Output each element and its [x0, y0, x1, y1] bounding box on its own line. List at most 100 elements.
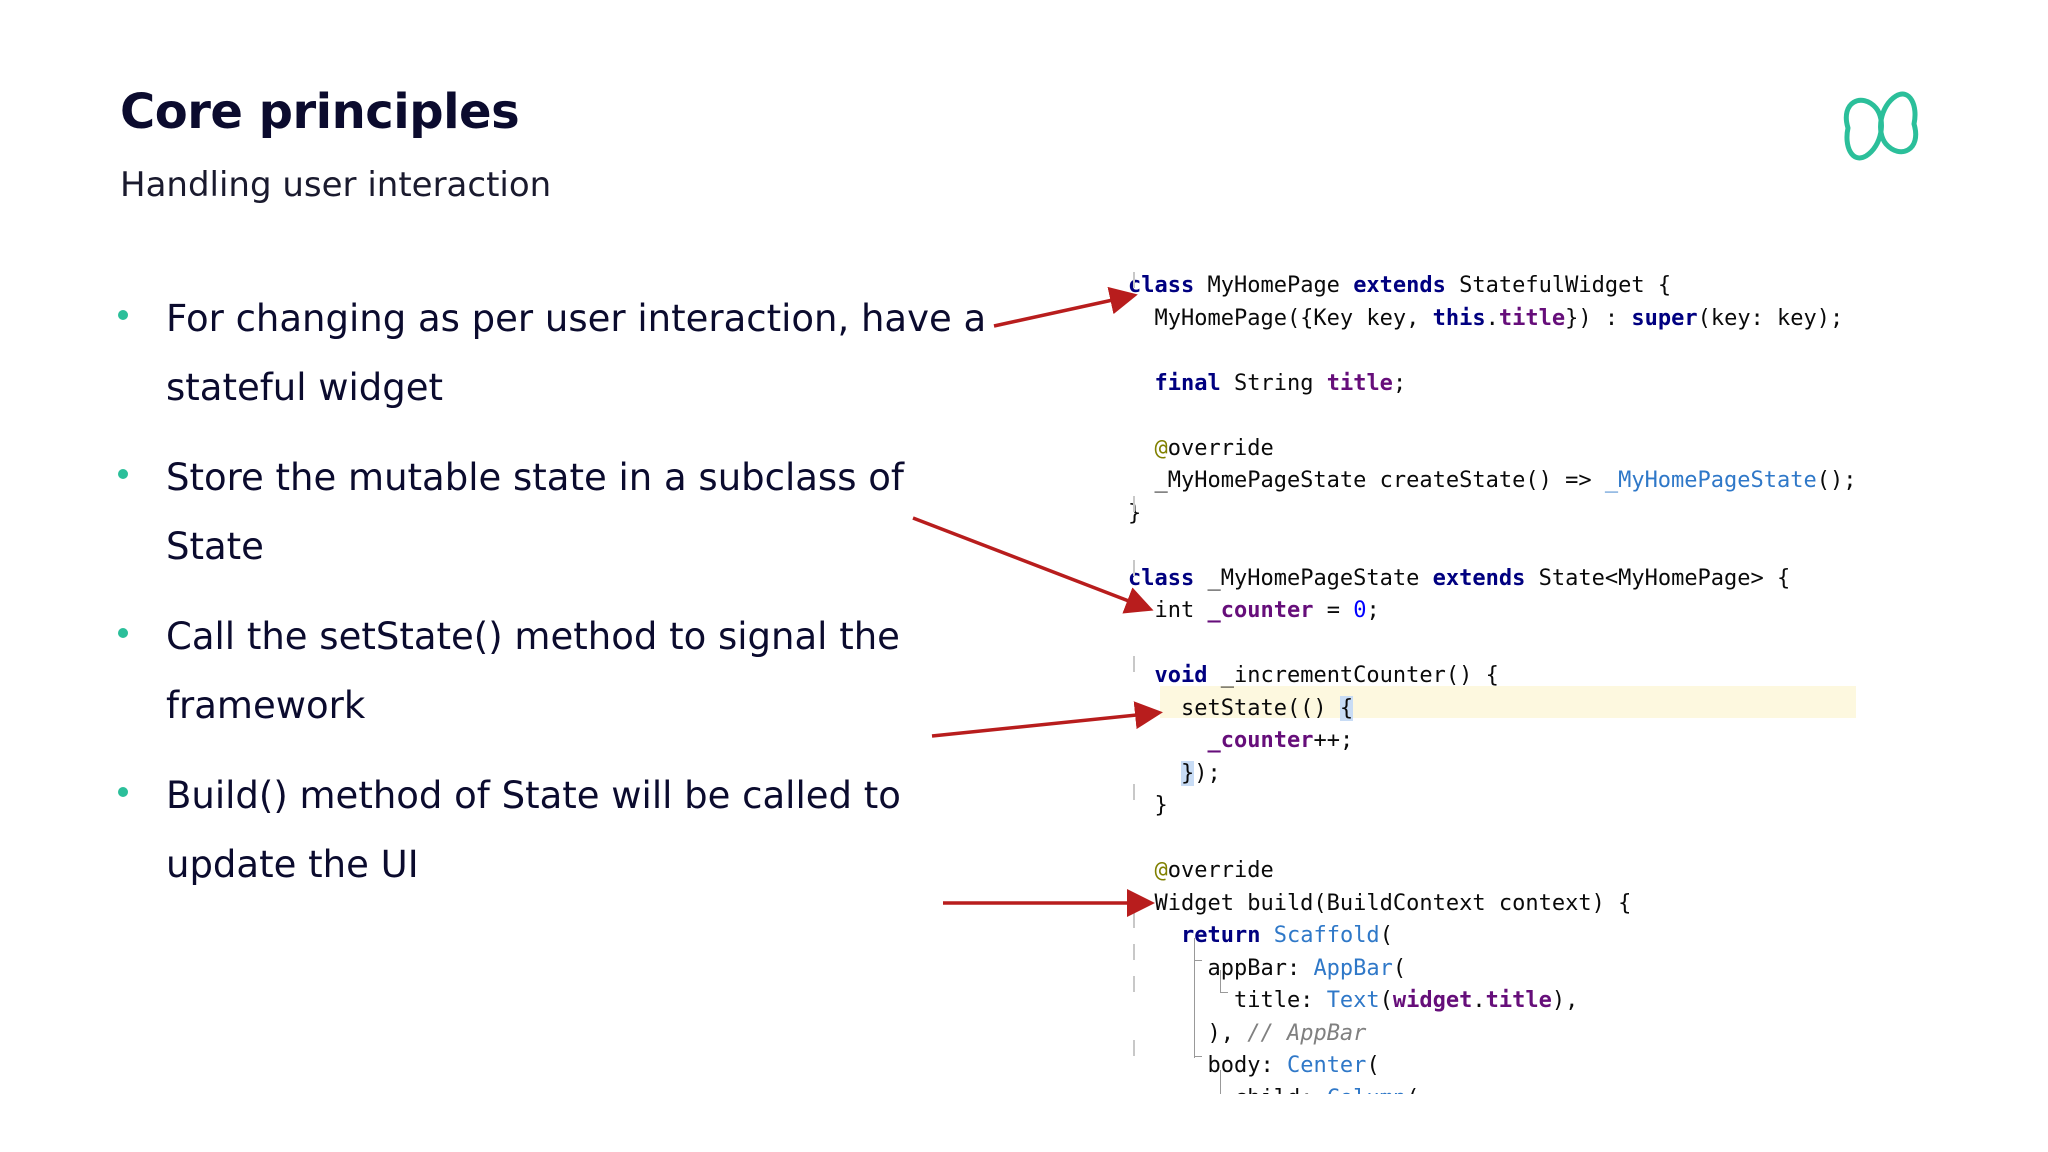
code-token: _incrementCounter() { — [1207, 663, 1499, 688]
code-token: _MyHomePageState — [1604, 468, 1817, 493]
code-token: String — [1220, 370, 1327, 396]
code-token — [1128, 436, 1155, 461]
code-token: ); — [1194, 760, 1221, 786]
code-token: this — [1432, 305, 1486, 331]
bullet-text: Store the mutable state in a subclass of… — [166, 456, 904, 568]
code-line: MyHomePage({Key key, this.title}) : supe… — [1128, 303, 1843, 335]
arrow-to-stateful-widget — [993, 286, 1138, 328]
code-token: override — [1167, 858, 1274, 883]
code-line: class MyHomePage extends StatefulWidget … — [1128, 270, 1671, 302]
code-token: Text — [1326, 988, 1380, 1013]
bullet-dot-icon — [118, 469, 128, 479]
gutter-fold-marker — [1133, 976, 1135, 992]
code-token: return — [1180, 923, 1261, 948]
code-line: _counter++; — [1128, 725, 1353, 757]
code-token: // AppBar — [1247, 1020, 1367, 1046]
code-token: ++; — [1313, 728, 1354, 753]
logo-loop-right — [1878, 91, 1919, 155]
code-token: (key: key); — [1697, 305, 1844, 331]
code-token: final — [1154, 370, 1221, 396]
code-token: MyHomePage — [1194, 273, 1354, 298]
code-token: ), — [1128, 1020, 1248, 1046]
code-token: ), — [1551, 988, 1579, 1013]
code-token: _MyHomePageState — [1194, 565, 1433, 591]
code-line: class _MyHomePageState extends State<MyH… — [1128, 563, 1790, 595]
widget-tree-guide — [1194, 938, 1195, 1058]
code-token — [1128, 761, 1181, 786]
code-token: MyHomePage({Key key, — [1128, 305, 1433, 331]
bullet-item: Store the mutable state in a subclass of… — [118, 443, 998, 581]
code-token: appBar: — [1128, 955, 1314, 981]
code-line: @override — [1128, 855, 1274, 887]
code-token: extends — [1353, 273, 1446, 298]
code-line: setState(() { — [1128, 693, 1354, 725]
widget-tree-guide — [1194, 960, 1202, 961]
code-token: int — [1128, 598, 1208, 623]
code-token: ( — [1366, 1053, 1380, 1078]
bullet-list: For changing as per user interaction, ha… — [118, 284, 998, 920]
code-line: } — [1128, 790, 1167, 822]
code-token: { — [1339, 695, 1354, 721]
code-token: _counter — [1207, 598, 1314, 623]
code-token: ( — [1379, 923, 1393, 948]
code-screenshot: class MyHomePage extends StatefulWidget … — [1120, 264, 1860, 1094]
code-token: State<MyHomePage> { — [1525, 565, 1791, 591]
code-line: Widget build(BuildContext context) { — [1128, 888, 1631, 920]
code-token: . — [1485, 305, 1499, 331]
bullet-item: For changing as per user interaction, ha… — [118, 284, 998, 422]
code-token — [1128, 728, 1207, 753]
code-token: ; — [1392, 370, 1407, 396]
code-line: title: Text(widget.title), — [1128, 985, 1578, 1017]
gutter-fold-marker — [1133, 912, 1135, 928]
code-token: (); — [1816, 468, 1857, 493]
slide-subtitle: Handling user interaction — [120, 165, 552, 205]
code-line: }); — [1128, 758, 1221, 790]
code-token — [1128, 858, 1155, 883]
code-token: = — [1313, 598, 1354, 623]
code-token: } — [1180, 760, 1195, 786]
bullet-text: For changing as per user interaction, ha… — [166, 297, 987, 409]
gutter-fold-marker — [1133, 656, 1135, 672]
code-token: widget — [1392, 988, 1473, 1013]
code-line: @override — [1128, 433, 1274, 465]
widget-tree-guide — [1194, 1056, 1202, 1057]
code-token: title — [1326, 370, 1393, 396]
code-line: return Scaffold( — [1128, 920, 1393, 952]
code-token: @ — [1154, 435, 1168, 461]
gutter-fold-marker — [1133, 1040, 1135, 1056]
code-token: Column — [1327, 1086, 1406, 1095]
code-token: class — [1128, 565, 1195, 591]
code-token: ( — [1379, 988, 1393, 1013]
bullet-text: Call the setState() method to signal the… — [166, 615, 900, 727]
current-line-highlight — [1160, 686, 1856, 718]
gutter-fold-marker — [1133, 784, 1135, 800]
code-token: @ — [1154, 858, 1168, 883]
bullet-dot-icon — [118, 787, 128, 797]
code-line: _MyHomePageState createState() => _MyHom… — [1128, 465, 1857, 497]
code-token — [1128, 371, 1155, 396]
twisted-loops-logo-icon — [1843, 91, 1919, 161]
gutter-fold-marker — [1133, 944, 1135, 960]
code-line: int _counter = 0; — [1128, 595, 1379, 627]
gutter-fold-marker — [1133, 496, 1135, 512]
code-token: StatefulWidget { — [1445, 273, 1672, 298]
code-line: child: Column( — [1128, 1083, 1419, 1095]
code-token: title: — [1128, 988, 1327, 1013]
code-token: _counter — [1207, 728, 1314, 753]
code-token: class — [1128, 273, 1195, 298]
code-token: . — [1472, 988, 1486, 1013]
code-token: title — [1485, 988, 1552, 1013]
code-token: _MyHomePageState createState() => — [1128, 468, 1605, 493]
bullet-item: Build() method of State will be called t… — [118, 761, 998, 899]
gutter-fold-marker — [1133, 272, 1135, 288]
bullet-text: Build() method of State will be called t… — [166, 774, 901, 886]
code-token — [1128, 663, 1155, 688]
widget-tree-guide — [1220, 970, 1221, 992]
widget-tree-guide — [1220, 1070, 1221, 1094]
code-line: body: Center( — [1128, 1050, 1380, 1082]
bullet-item: Call the setState() method to signal the… — [118, 602, 998, 740]
gutter-fold-marker — [1133, 560, 1135, 576]
code-line: final String title; — [1128, 368, 1407, 400]
slide-title: Core principles — [120, 84, 520, 140]
code-token — [1260, 923, 1273, 948]
